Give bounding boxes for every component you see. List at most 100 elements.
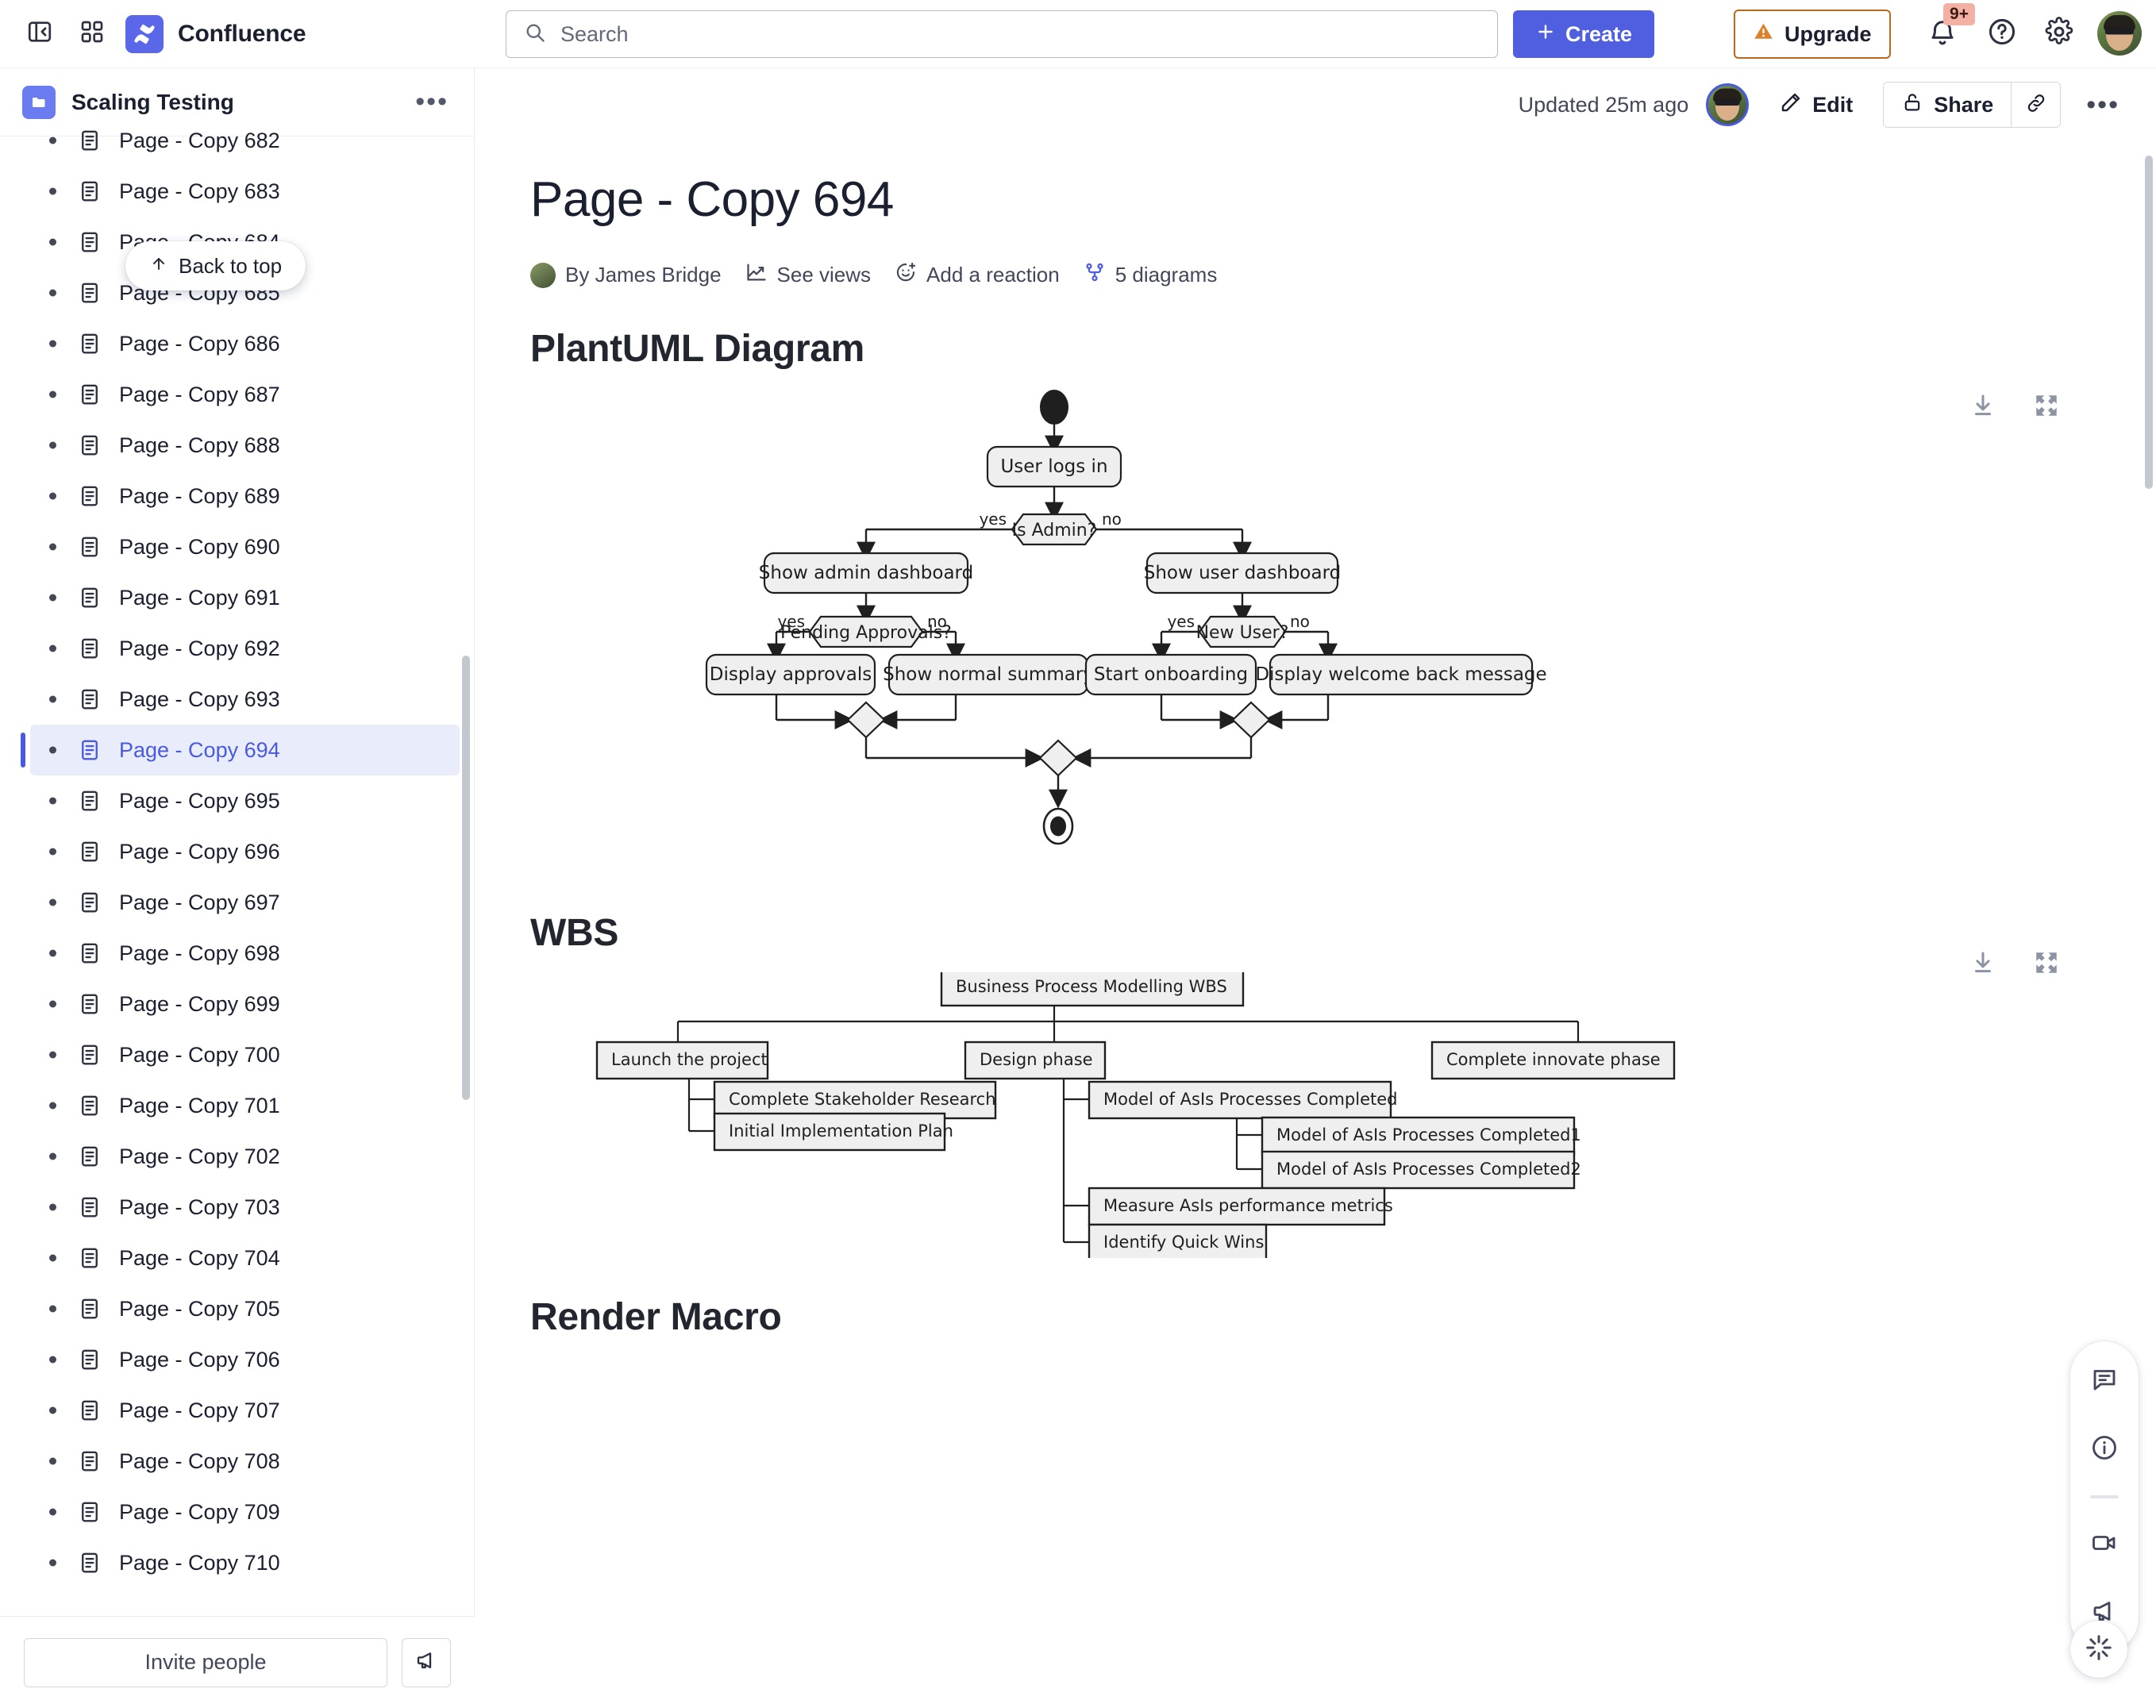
ai-assistant-button[interactable] [2070,1621,2127,1678]
comments-button[interactable] [2082,1359,2127,1403]
uml-decision-isadmin: Is Admin? yes no [979,510,1122,546]
byline-author[interactable]: By James Bridge [530,262,722,288]
diagrams-count[interactable]: 5 diagrams [1084,261,1217,289]
space-more-button[interactable]: ••• [415,87,449,117]
space-header[interactable]: Scaling Testing ••• [0,68,474,137]
plantuml-activity-diagram: User logs in Show admin dashboard Show u… [705,390,1547,845]
warning-triangle-icon [1753,21,1774,48]
bullet-icon [49,797,56,805]
bullet-icon [49,441,56,449]
right-action-rail [2070,1341,2139,1652]
notifications-badge: 9+ [1943,3,1975,26]
sidebar-item[interactable]: Page - Copy 692 [30,623,460,674]
sidebar-item-active[interactable]: Page - Copy 694 [21,725,460,775]
sidebar-item[interactable]: Page - Copy 696 [30,826,460,877]
bullet-icon [49,644,56,652]
sidebar-item[interactable]: Page - Copy 703 [30,1182,460,1233]
sidebar-item[interactable]: Page - Copy 690 [30,521,460,572]
page-icon [78,586,102,610]
sidebar-item[interactable]: Page - Copy 704 [30,1233,460,1283]
page-icon [78,789,102,813]
sidebar-item[interactable]: Page - Copy 705 [30,1283,460,1334]
selection-indicator [21,733,25,767]
sidebar-item[interactable]: Page - Copy 695 [30,775,460,826]
search-field[interactable]: Search [506,10,1498,58]
page-scrollbar[interactable] [2145,156,2153,489]
back-to-top-button[interactable]: Back to top [125,241,306,290]
sidebar-item[interactable]: Page - Copy 682 [30,115,460,166]
app-switcher-button[interactable] [70,12,114,56]
sidebar-item-label: Page - Copy 689 [119,483,280,508]
expand-icon[interactable] [2031,947,2062,979]
copy-link-button[interactable] [2011,83,2061,127]
folder-icon [22,85,56,119]
sidebar-item-label: Page - Copy 682 [119,128,280,152]
contributor-avatar[interactable] [1706,83,1750,126]
expand-icon[interactable] [2031,390,2062,421]
sidebar-item-label: Page - Copy 686 [119,331,280,356]
see-views-button[interactable]: See views [745,261,871,289]
settings-button[interactable] [2037,11,2081,56]
sidebar-item[interactable]: Page - Copy 710 [30,1537,460,1588]
sidebar-footer: Invite people [0,1616,475,1708]
section-heading-wbs: WBS [530,912,619,954]
sidebar-item[interactable]: Page - Copy 699 [30,979,460,1029]
rail-divider [2090,1495,2119,1498]
arrow-up-icon [149,254,168,279]
confluence-logo-icon [125,14,164,53]
wbs-node-innovate: Complete innovate phase [1446,1050,1661,1069]
download-icon[interactable] [1967,390,1999,421]
section-render-macro: Render Macro [530,1295,2156,1339]
sidebar-item[interactable]: Page - Copy 702 [30,1131,460,1182]
page-info-button[interactable] [2082,1427,2127,1471]
sidebar-item[interactable]: Page - Copy 683 [30,166,460,217]
video-button[interactable] [2082,1522,2127,1567]
sidebar-item[interactable]: Page - Copy 697 [30,877,460,928]
bullet-icon [49,1508,56,1516]
download-icon[interactable] [1967,947,1999,979]
sidebar-item[interactable]: Page - Copy 687 [30,369,460,420]
plantuml-diagram-block[interactable]: User logs in Show admin dashboard Show u… [530,385,2156,865]
sidebar-item[interactable]: Page - Copy 691 [30,572,460,623]
page-icon [78,941,102,965]
sidebar-toggle-button[interactable] [17,12,62,56]
profile-avatar[interactable] [2097,11,2142,56]
wbs-node-stakeholder: Complete Stakeholder Research [729,1090,996,1109]
sidebar-item[interactable]: Page - Copy 686 [30,318,460,369]
sidebar-item[interactable]: Page - Copy 689 [30,471,460,521]
uml-merge-1 [846,701,886,739]
page-icon [78,891,102,914]
sidebar-item[interactable]: Page - Copy 693 [30,674,460,725]
invite-people-button[interactable]: Invite people [24,1637,387,1687]
announcements-button[interactable] [2082,1591,2127,1635]
sidebar-item[interactable]: Page - Copy 700 [30,1029,460,1080]
share-button[interactable]: Share [1884,83,2012,127]
sidebar-item[interactable]: Page - Copy 698 [30,928,460,979]
bullet-icon [49,848,56,856]
bullet-icon [49,1000,56,1008]
page-icon [78,383,102,406]
sidebar-item[interactable]: Page - Copy 688 [30,420,460,471]
sidebar-item-label: Page - Copy 691 [119,585,280,610]
edit-button[interactable]: Edit [1766,82,1865,128]
bullet-icon [49,1203,56,1211]
sidebar-item[interactable]: Page - Copy 708 [30,1436,460,1487]
page-icon [78,1449,102,1473]
confluence-home-link[interactable]: Confluence [125,14,306,53]
sidebar-item[interactable]: Page - Copy 707 [30,1385,460,1436]
top-navigation-bar: Confluence Search Create Upg [0,0,2156,68]
create-button[interactable]: Create [1513,10,1654,58]
page-more-actions-button[interactable]: ••• [2086,89,2119,120]
help-button[interactable] [1980,11,2024,56]
notifications-button[interactable]: 9+ [1921,3,1975,56]
sidebar-item[interactable]: Page - Copy 701 [30,1080,460,1131]
page-icon [78,129,102,152]
sidebar-scrollbar[interactable] [462,656,470,1100]
add-reaction-button[interactable]: Add a reaction [895,261,1060,289]
upgrade-button[interactable]: Upgrade [1734,10,1891,59]
sidebar-item[interactable]: Page - Copy 706 [30,1334,460,1385]
give-feedback-button[interactable] [402,1637,451,1687]
wbs-diagram-block[interactable]: Business Process Modelling WBS Launch th… [530,952,2156,1263]
sidebar-item[interactable]: Page - Copy 709 [30,1487,460,1537]
